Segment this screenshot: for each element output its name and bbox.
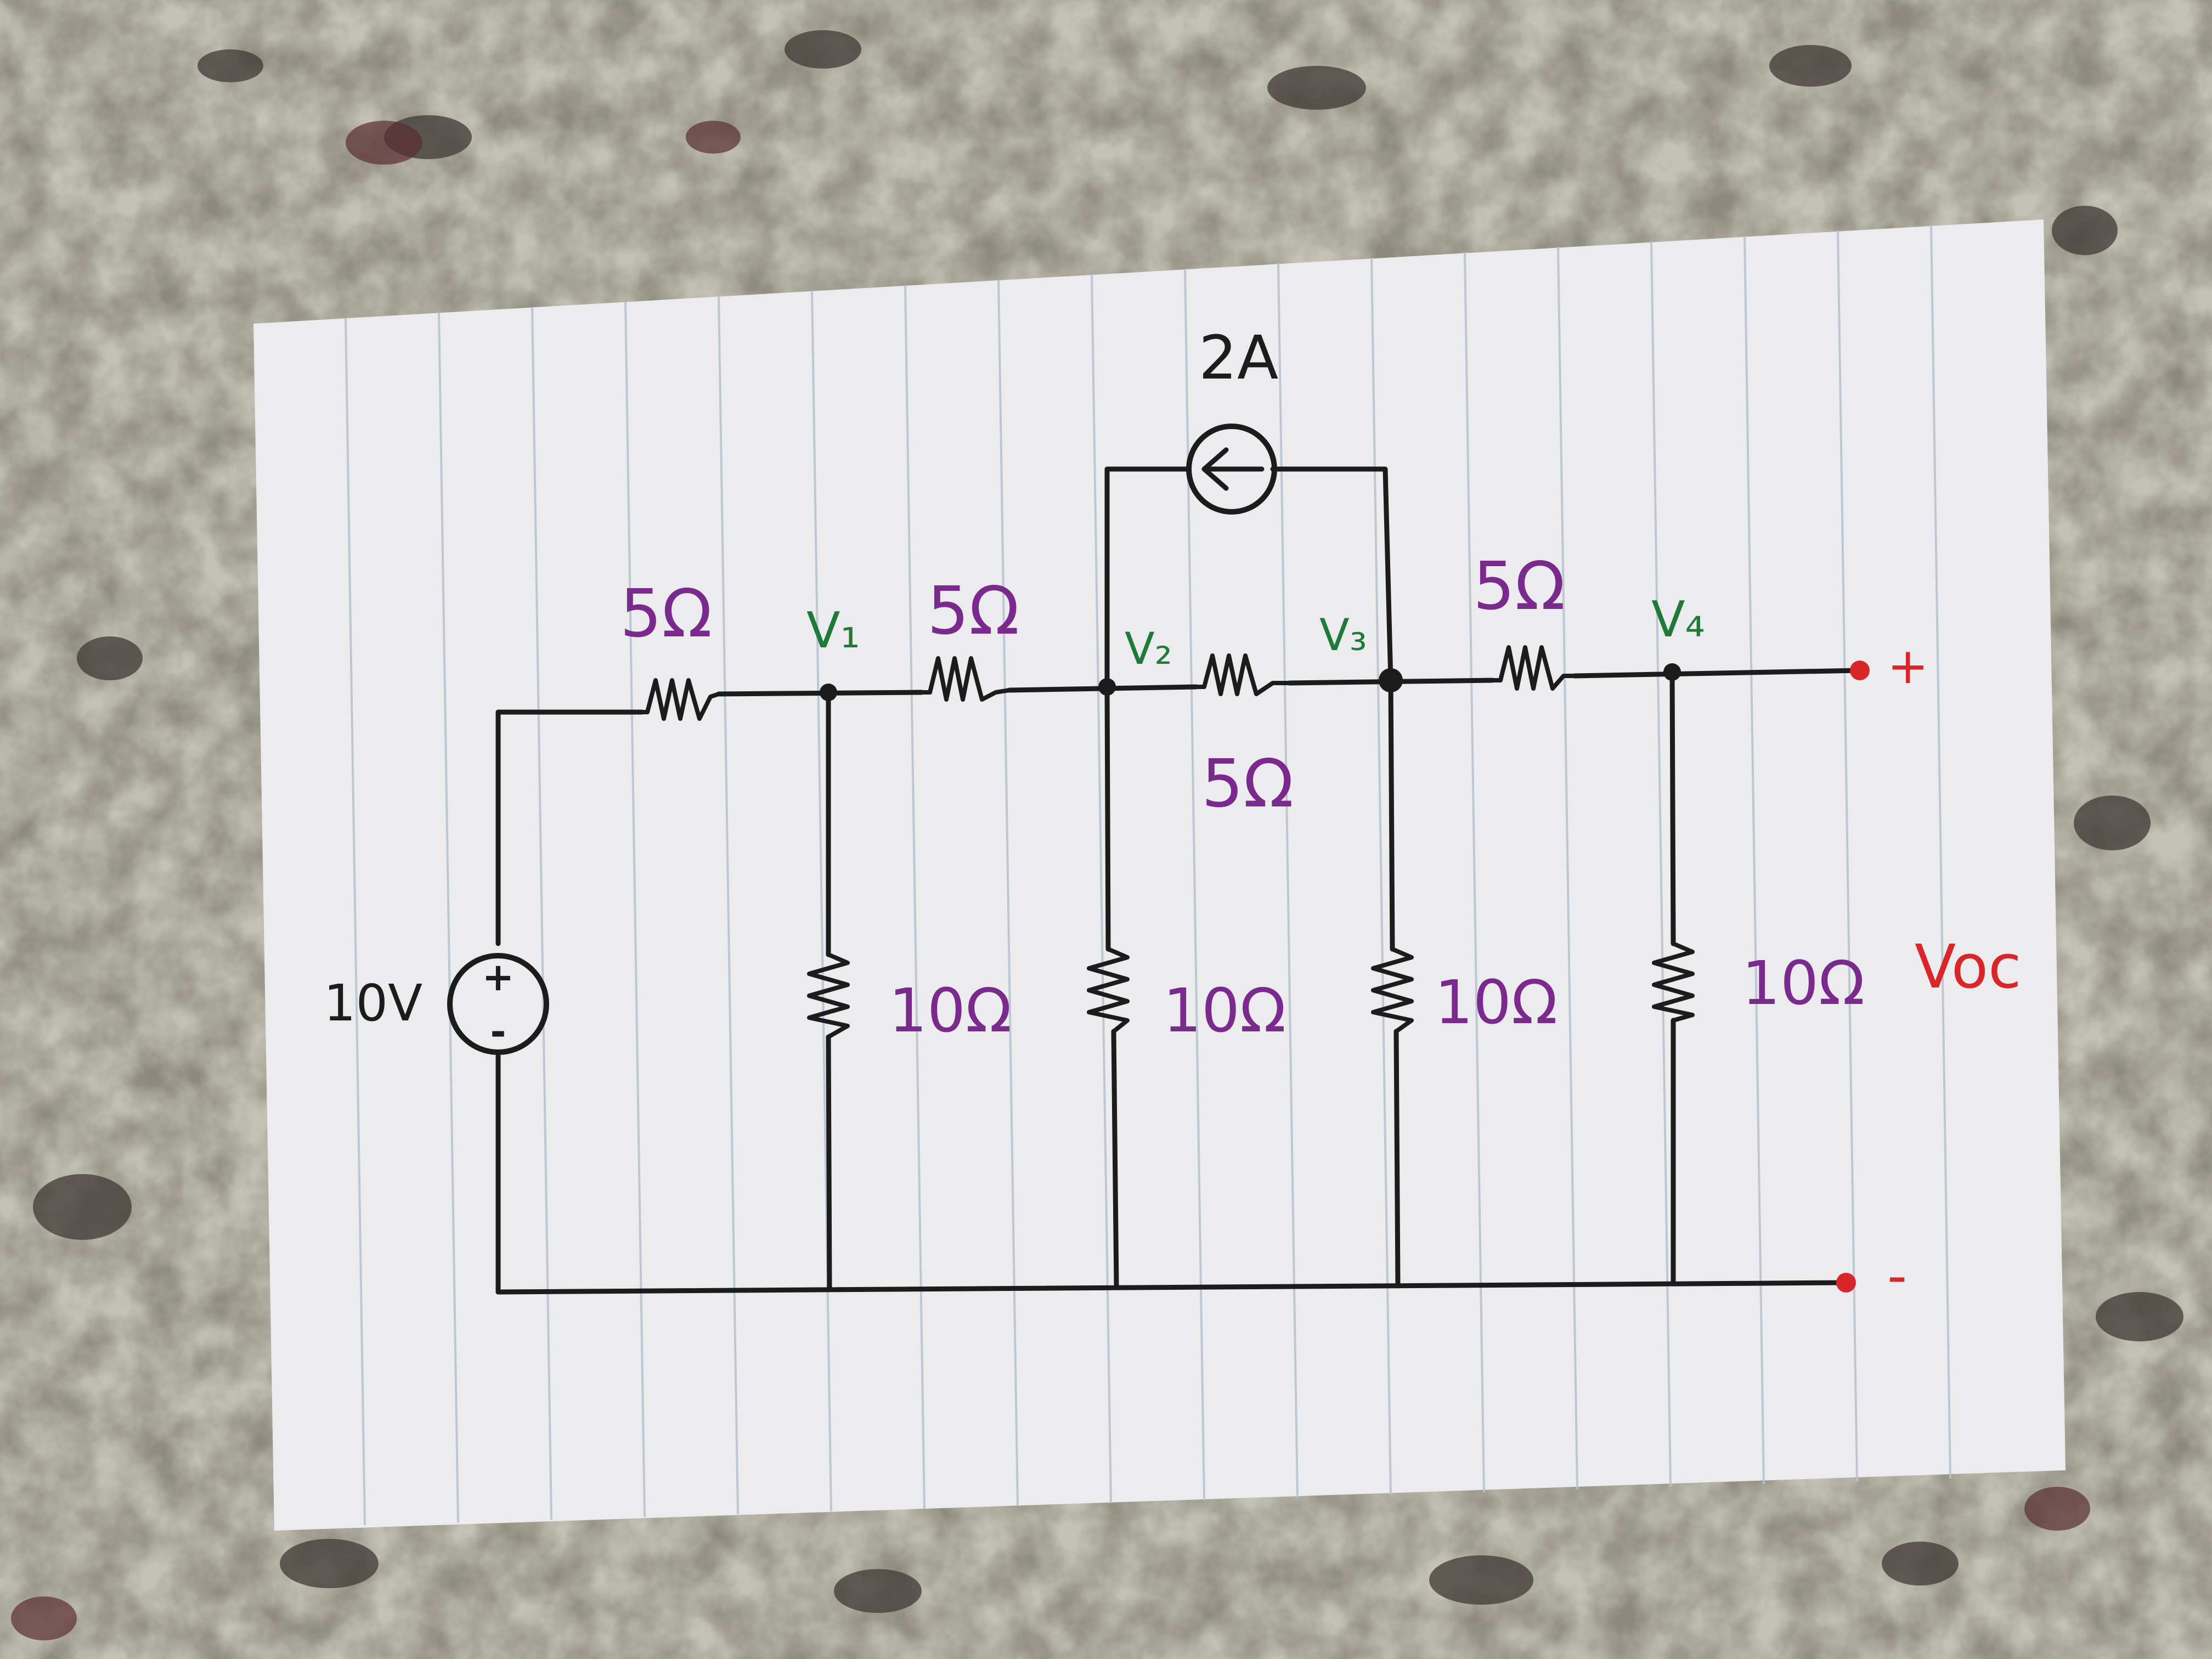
circuit-labels: 10V 2A 5Ω 5Ω 5Ω 5Ω 10Ω 10Ω 10Ω 10Ω V₁ V₂…: [324, 323, 2022, 1308]
node-dot-v4: [1663, 663, 1681, 681]
label-node-v2: V₂: [1125, 623, 1172, 674]
shunt-resistors: [807, 941, 1695, 1039]
label-current-source: 2A: [1199, 323, 1278, 393]
wire-cs-left: [1104, 466, 1190, 690]
resistor-shunt-1: [807, 952, 850, 1039]
current-source: [1186, 424, 1277, 515]
wire-ground-rail: [495, 1280, 1849, 1295]
label-output-plus: +: [1887, 637, 1928, 695]
wire-branch-3-top: [1388, 678, 1395, 952]
resistor-shunt-3: [1371, 947, 1414, 1034]
label-r-shunt-2: 10Ω: [1163, 975, 1286, 1046]
wire-cs-right: [1270, 466, 1393, 683]
node-dot-v3: [1379, 668, 1403, 692]
label-source-voltage: 10V: [324, 974, 422, 1032]
label-node-v3: V₃: [1319, 610, 1367, 661]
label-r-shunt-1: 10Ω: [889, 975, 1012, 1046]
notebook-paper: [253, 219, 2066, 1531]
resistor-shunt-2: [1087, 947, 1130, 1034]
label-r-series-2: 5Ω: [927, 573, 1019, 650]
terminal-minus-dot: [1836, 1273, 1856, 1293]
arrow-left-icon: [1201, 447, 1265, 491]
resistor-series-3: [1490, 645, 1577, 691]
label-r-shunt-4: 10Ω: [1742, 948, 1865, 1018]
voltage-source: + -: [447, 953, 549, 1055]
resistor-series-2: [919, 656, 1012, 702]
node-dots: [820, 663, 1681, 701]
voltage-source-circle: [447, 953, 549, 1055]
granite-speckles: [33, 30, 2183, 1613]
label-node-v4: V₄: [1651, 591, 1705, 648]
node-dot-v2: [1098, 678, 1116, 696]
label-r-series-3: 5Ω: [1473, 549, 1565, 625]
wire-branch-2-top: [1104, 684, 1111, 952]
current-source-circle: [1186, 424, 1277, 515]
label-r-bridge: 5Ω: [1201, 746, 1294, 822]
wire-source-top: [495, 709, 645, 946]
label-r-series-1: 5Ω: [620, 576, 712, 652]
label-output-voc: Voc: [1915, 932, 2022, 1002]
label-r-shunt-3: 10Ω: [1435, 967, 1558, 1037]
label-output-minus: -: [1887, 1244, 1907, 1308]
resistor-bridge: [1194, 653, 1291, 696]
terminal-plus-dot: [1850, 661, 1870, 680]
voltage-source-plus: +: [482, 955, 515, 1000]
voltage-source-minus: -: [490, 1009, 506, 1054]
paper-sheet: [253, 219, 2066, 1531]
resistor-shunt-4: [1652, 941, 1695, 1023]
wire-top-5: [1572, 668, 1863, 679]
wire-branch-1-bot: [826, 1034, 832, 1292]
resistor-series-1: [640, 678, 721, 721]
output-terminals: [1836, 661, 1870, 1293]
label-node-v1: V₁: [806, 602, 860, 659]
wire-branch-3-bot: [1393, 1029, 1401, 1286]
wire-branch-2-bot: [1111, 1029, 1119, 1289]
wire-branch-4-top: [1669, 669, 1676, 946]
series-resistors: [640, 645, 1577, 721]
node-dot-v1: [820, 684, 837, 701]
